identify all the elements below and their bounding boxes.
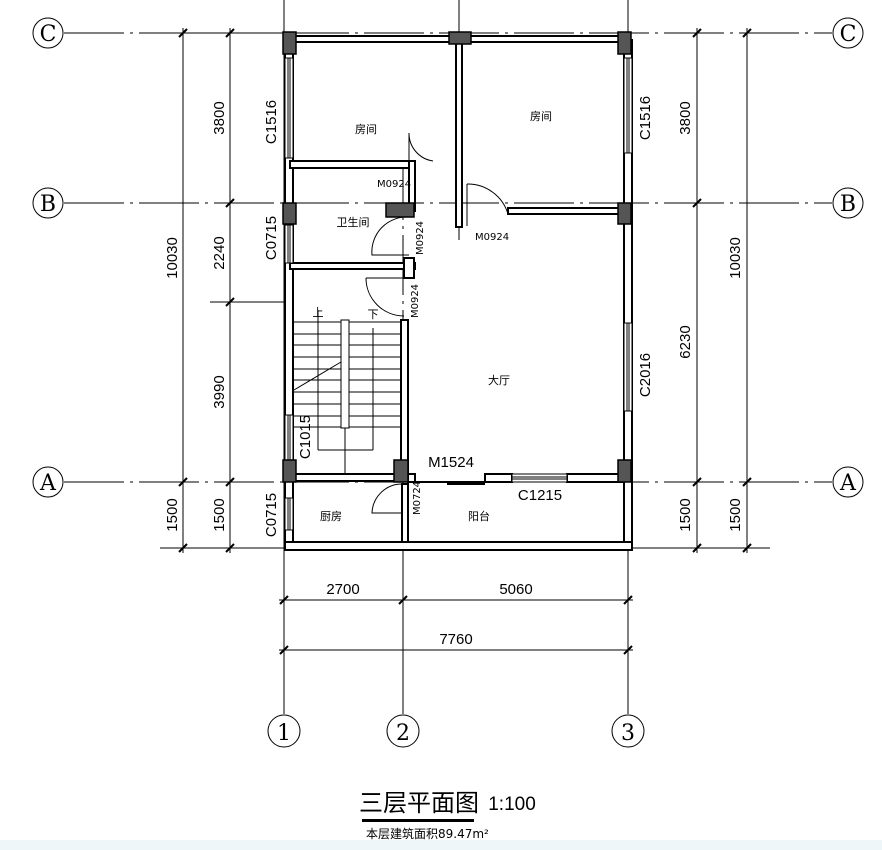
title-name-label: 三层平面图 bbox=[359, 789, 479, 817]
axis-bubble-b-right: B bbox=[832, 187, 864, 219]
dims-bottom-2700-label: 2700 bbox=[326, 581, 359, 598]
dims-left-2240-label: 2240 bbox=[211, 236, 228, 269]
openings-m0924-b-label: M0924 bbox=[475, 232, 509, 243]
title-area-label: 本层建筑面积89.47m² bbox=[366, 826, 489, 841]
grid-axes bbox=[64, 0, 832, 714]
axes-rows-0-label: C bbox=[40, 22, 57, 47]
title-scale-label: 1:100 bbox=[488, 794, 536, 815]
dims-right-1500b-label: 1500 bbox=[727, 498, 744, 531]
openings-c1015-label: C1015 bbox=[297, 415, 314, 459]
openings-c1215-label: C1215 bbox=[518, 487, 562, 504]
rooms-bathroom-label: 卫生间 bbox=[337, 215, 370, 229]
openings-c2016-label: C2016 bbox=[637, 353, 654, 397]
openings-m0724-label: M0724 bbox=[412, 481, 423, 515]
axis-bubble-c-right: C bbox=[832, 17, 864, 49]
axis-bubble-c-left: C bbox=[32, 17, 64, 49]
openings-c1516-right-label: C1516 bbox=[637, 96, 654, 140]
dims-right-1500a-label: 1500 bbox=[677, 498, 694, 531]
axis-bubble-2: 2 bbox=[386, 714, 420, 748]
axes-cols-1-label: 2 bbox=[396, 721, 410, 746]
rooms-up-label: 上 bbox=[313, 306, 324, 319]
axes-cols-0-label: 1 bbox=[277, 721, 291, 746]
rooms-bedroom2-label: 房间 bbox=[530, 110, 552, 123]
dims-bottom-5060-label: 5060 bbox=[499, 581, 532, 598]
dims-left-1500a-label: 1500 bbox=[164, 498, 181, 531]
openings-c0715-upper-label: C0715 bbox=[263, 216, 280, 260]
axis-bubble-a-left: A bbox=[32, 466, 64, 498]
axis-bubble-1: 1 bbox=[267, 714, 301, 748]
dims-left-3990-label: 3990 bbox=[211, 375, 228, 408]
axes-rows-1-label: B bbox=[840, 192, 856, 217]
openings-m1524-label: M1524 bbox=[428, 454, 474, 471]
rooms-living-label: 大厅 bbox=[488, 373, 510, 387]
axes-rows-0-label: C bbox=[840, 22, 857, 47]
openings-m0924-a-label: M0924 bbox=[377, 179, 411, 190]
rooms-kitchen-label: 厨房 bbox=[320, 510, 342, 523]
room-labels: 房间 房间 卫生间 大厅 厨房 阳台 上 下 bbox=[313, 110, 553, 523]
opening-labels: C1516 C1516 C0715 C0715 C1015 C2016 C121… bbox=[263, 96, 654, 537]
dimension-lines bbox=[160, 28, 770, 660]
dims-right-10030-label: 10030 bbox=[727, 237, 744, 279]
axes-rows-1-label: B bbox=[40, 192, 56, 217]
dims-left-1500b-label: 1500 bbox=[211, 498, 228, 531]
axis-bubble-a-right: A bbox=[832, 466, 864, 498]
axes-rows-2-label: A bbox=[39, 471, 57, 496]
axis-bubble-3: 3 bbox=[611, 714, 645, 748]
rooms-bedroom1-label: 房间 bbox=[355, 123, 377, 136]
windows bbox=[284, 57, 633, 531]
openings-c0715-lower-label: C0715 bbox=[263, 493, 280, 537]
stairs bbox=[293, 310, 400, 474]
walls bbox=[284, 35, 633, 551]
dims-left-3800-label: 3800 bbox=[211, 101, 228, 134]
openings-m0924-c-label: M0924 bbox=[415, 221, 426, 255]
dims-bottom-7760-label: 7760 bbox=[439, 631, 472, 648]
drawing-title: 三层平面图 1:100 本层建筑面积89.47m² bbox=[359, 789, 536, 841]
rooms-down-label: 下 bbox=[368, 308, 379, 321]
dims-right-3800-label: 3800 bbox=[677, 101, 694, 134]
axes-cols-2-label: 3 bbox=[621, 721, 635, 746]
doors bbox=[365, 132, 509, 514]
axes-rows-2-label: A bbox=[839, 471, 857, 496]
rooms-balcony-label: 阳台 bbox=[468, 509, 490, 523]
dims-right-6230-label: 6230 bbox=[677, 325, 694, 358]
openings-m0924-d-label: M0924 bbox=[410, 284, 421, 318]
dims-left-outer-label: 10030 bbox=[164, 237, 181, 279]
openings-c1516-left-label: C1516 bbox=[263, 100, 280, 144]
columns bbox=[282, 31, 632, 483]
dimension-texts: 10030 3800 2240 3990 1500 1500 3800 6230… bbox=[164, 101, 744, 648]
bottom-strip bbox=[0, 840, 882, 850]
axis-bubble-b-left: B bbox=[32, 187, 64, 219]
